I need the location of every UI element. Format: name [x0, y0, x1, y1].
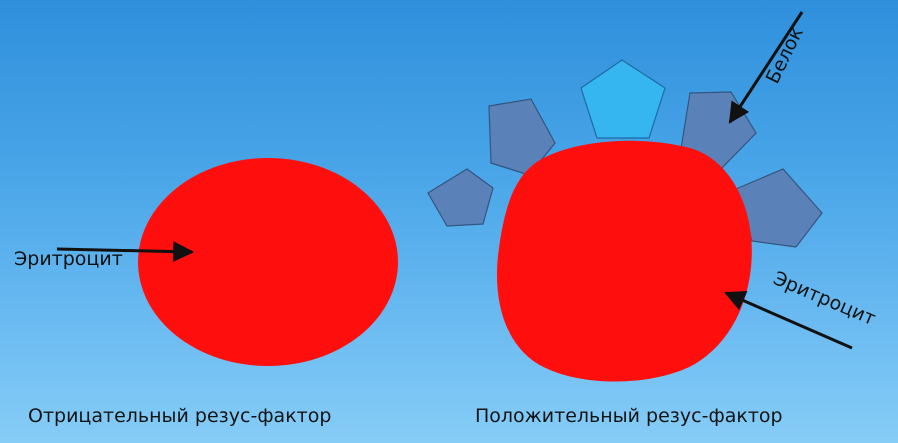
caption-positive-rhesus: Положительный резус-фактор [475, 405, 783, 427]
protein-pentagon-1 [428, 169, 493, 226]
protein-pentagon-highlighted [581, 60, 665, 138]
caption-negative-rhesus: Отрицательный резус-фактор [28, 405, 331, 427]
erythrocyte-positive [497, 141, 752, 382]
erythrocyte-negative [138, 158, 398, 366]
label-protein: Белок [762, 24, 808, 88]
label-erythrocyte-left: Эритроцит [14, 248, 123, 270]
